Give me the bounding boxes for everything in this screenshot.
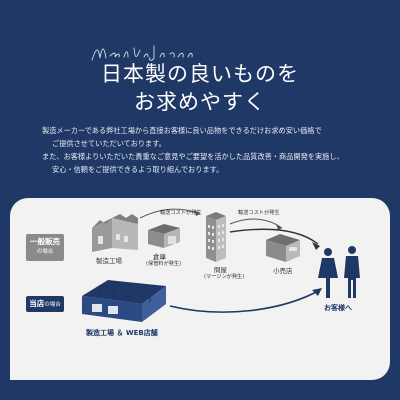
our-store-tag: 当店の場合 (26, 296, 64, 312)
headline-line-1: 日本製の良いものを (101, 62, 299, 86)
our-factory-label: 製造工場 ＆ WEB店舗 (86, 329, 158, 337)
warehouse-icon (148, 224, 180, 248)
intro-line-1: 製造メーカーである弊社工場から直接お客様に良い品物をできるだけお求め安い価格で (42, 126, 322, 135)
warehouse-label: 倉庫 (153, 253, 166, 261)
shipping-cost-label-2: 輸送コストが発生 (238, 210, 280, 216)
warehouse-note: (保管料が発生) (146, 261, 182, 267)
shipping-arrow-2 (229, 218, 283, 229)
shipping-cost-label-1: 輸送コストが発生 (160, 210, 202, 216)
wholesaler-label: 問屋 (214, 266, 227, 274)
wholesaler-building-icon (206, 212, 226, 262)
retail-shop-icon (266, 234, 300, 262)
our-factory-icon (82, 280, 166, 322)
our-store-sub: の場合 (44, 302, 61, 308)
factory-icon (92, 214, 138, 252)
headline-line-2: お求めやすく (134, 90, 266, 114)
customers-icon (318, 246, 360, 298)
intro-line-3: また、お客様よりいただいた貴重なご意見やご要望を活かした品質改善・商品開発を実施… (42, 152, 344, 161)
our-store-label: 当店 (29, 299, 45, 308)
normal-sales-label: 一般販売 (30, 237, 60, 246)
normal-sales-tag: 一般販売 の場合 (26, 234, 64, 261)
direct-route-arrow (169, 289, 321, 313)
retailer-label: 小売店 (273, 267, 293, 275)
factory-label: 製造工場 (96, 257, 122, 265)
normal-sales-sub: の場合 (36, 249, 54, 255)
wholesaler-note: (マージンが発生) (204, 274, 245, 280)
made-in-japan-script-logo (91, 45, 193, 61)
shipping-arrow-1 (139, 208, 201, 219)
intro-line-2: ご提供させていただいております。 (52, 139, 166, 148)
normal-route-arrow (229, 228, 319, 245)
customer-label: お客様へ (324, 304, 352, 312)
intro-line-4: 安心・信頼をご提供できるよう取り組んでおります。 (52, 165, 224, 174)
